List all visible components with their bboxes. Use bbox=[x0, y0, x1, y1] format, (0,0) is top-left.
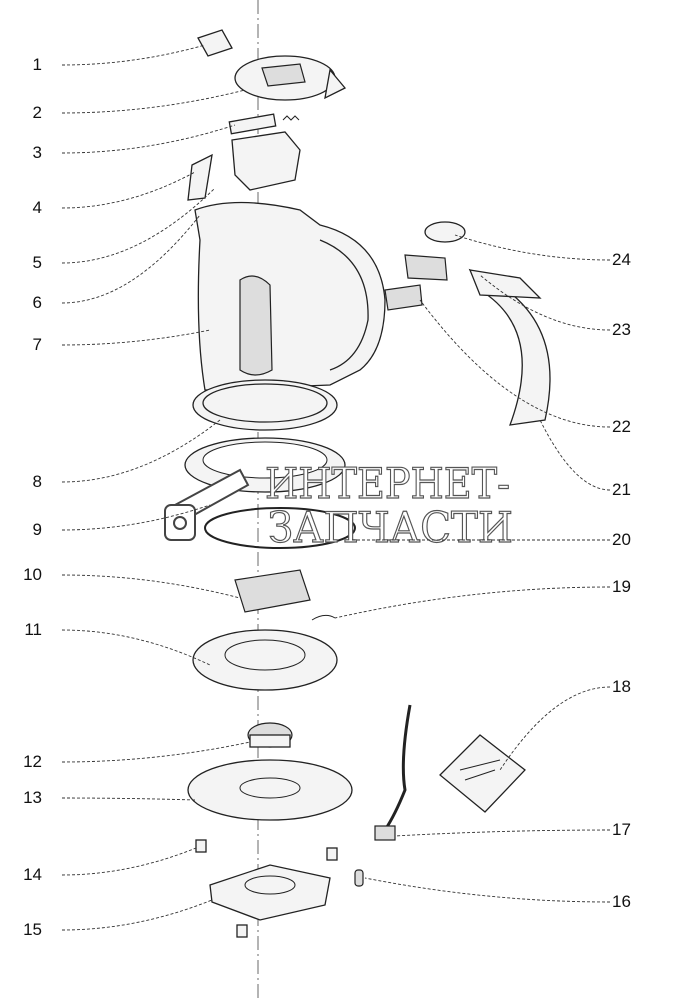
watermark-line-2: ЗАПЧАСТИ bbox=[268, 503, 513, 552]
part-number-label: 20 bbox=[612, 530, 631, 549]
part-23-handle-top bbox=[404, 254, 542, 299]
leader-line bbox=[61, 44, 206, 66]
part-20-bottom-ring bbox=[204, 507, 356, 549]
leader-line bbox=[479, 274, 611, 331]
part-12-connector bbox=[247, 722, 293, 748]
leader-line bbox=[454, 234, 611, 261]
part-number-label: 12 bbox=[23, 752, 42, 771]
part-number-label: 15 bbox=[23, 920, 42, 939]
watermark: ИНТЕРНЕТ- ЗАПЧАСТИ bbox=[164, 458, 514, 553]
leader-line bbox=[61, 419, 221, 483]
part-number-label: 23 bbox=[612, 320, 631, 339]
part-number-label: 11 bbox=[24, 620, 42, 639]
leader-line bbox=[61, 504, 211, 531]
part-number-label: 3 bbox=[33, 143, 42, 162]
leader-line bbox=[499, 686, 611, 771]
part-number-label: 7 bbox=[33, 335, 42, 354]
part-17-power-cord bbox=[374, 704, 412, 841]
leader-line bbox=[394, 829, 611, 837]
leader-line bbox=[61, 574, 241, 599]
leader-line bbox=[539, 419, 611, 491]
part-number-label: 24 bbox=[612, 250, 631, 269]
part-18-cord-label bbox=[439, 734, 526, 813]
part-22-switch bbox=[384, 284, 423, 311]
part-10-thermostat bbox=[234, 569, 311, 613]
leader-line bbox=[61, 89, 246, 114]
part-number-label: 18 bbox=[612, 677, 631, 696]
part-16-clip bbox=[354, 869, 364, 887]
leader-line bbox=[419, 299, 611, 428]
watermark-key-icon bbox=[164, 468, 250, 541]
leader-lines bbox=[61, 44, 611, 931]
part-4-switch-cover bbox=[187, 153, 213, 201]
part-8-gasket bbox=[192, 379, 338, 431]
part-number-label: 17 bbox=[612, 820, 631, 839]
leader-line bbox=[61, 329, 211, 346]
leader-line bbox=[61, 629, 211, 666]
part-2-lid bbox=[234, 55, 347, 101]
leader-line bbox=[61, 797, 196, 801]
part-21-handle bbox=[468, 268, 551, 426]
part-number-label: 9 bbox=[33, 520, 42, 539]
part-1-button bbox=[197, 29, 233, 57]
part-19-wire bbox=[311, 614, 336, 621]
part-15-stand bbox=[209, 864, 331, 921]
leader-line bbox=[61, 124, 236, 154]
part-number-label: 4 bbox=[33, 198, 42, 217]
part-13-bottom-cover bbox=[187, 759, 353, 821]
leader-line bbox=[61, 899, 213, 931]
part-number-label: 10 bbox=[23, 565, 42, 584]
part-number-label: 22 bbox=[612, 417, 631, 436]
leader-line bbox=[61, 847, 197, 876]
leader-line bbox=[334, 586, 611, 619]
part-9-ring bbox=[184, 437, 346, 493]
leader-line bbox=[61, 741, 251, 763]
part-14-feet bbox=[195, 839, 338, 938]
part-11-base-plate bbox=[192, 629, 338, 691]
part-number-label: 21 bbox=[612, 480, 631, 499]
part-number-label: 13 bbox=[23, 788, 42, 807]
part-number-label: 1 bbox=[33, 55, 42, 74]
leader-line bbox=[61, 214, 201, 304]
watermark-line-1: ИНТЕРНЕТ- bbox=[265, 459, 510, 508]
part-number-label: 8 bbox=[33, 472, 42, 491]
part-3-latch bbox=[228, 113, 300, 135]
part-number-label: 14 bbox=[23, 865, 42, 884]
part-number-label: 16 bbox=[612, 892, 631, 911]
part-number-label: 6 bbox=[33, 293, 42, 312]
part-24-button-cap bbox=[424, 221, 466, 243]
leader-line bbox=[364, 877, 611, 903]
part-number-label: 2 bbox=[33, 103, 42, 122]
leader-line bbox=[61, 187, 216, 264]
part-5-lid-base bbox=[231, 131, 301, 191]
part-number-label: 19 bbox=[612, 577, 631, 596]
part-7-kettle-body bbox=[194, 201, 386, 391]
leader-line bbox=[61, 171, 196, 209]
part-number-label: 5 bbox=[33, 253, 42, 272]
